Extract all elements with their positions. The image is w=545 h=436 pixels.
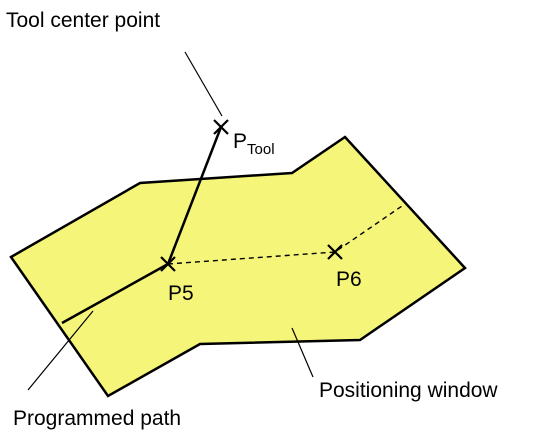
tool-offset-line <box>166 126 223 265</box>
p6-label: P6 <box>336 268 362 291</box>
positioning-window-label: Positioning window <box>319 379 498 402</box>
tool-center-point-leader <box>184 51 223 117</box>
programmed-path-dashed <box>167 205 403 265</box>
p6-marker-icon <box>327 244 343 260</box>
tool-center-point-label: Tool center point <box>6 9 160 32</box>
programmed-path-line <box>61 262 169 325</box>
p-tool-marker-icon <box>213 119 229 135</box>
p-tool-label-sub: Tool <box>247 141 275 158</box>
p-tool-label: PTool <box>233 130 275 158</box>
positioning-window-area <box>9 135 467 398</box>
p5-label: P5 <box>168 282 194 305</box>
positioning-window-leader <box>291 327 314 378</box>
programmed-path-label: Programmed path <box>13 407 181 430</box>
programmed-path-leader <box>27 310 94 391</box>
p-tool-label-main: P <box>233 130 247 153</box>
p5-marker-icon <box>160 256 176 272</box>
